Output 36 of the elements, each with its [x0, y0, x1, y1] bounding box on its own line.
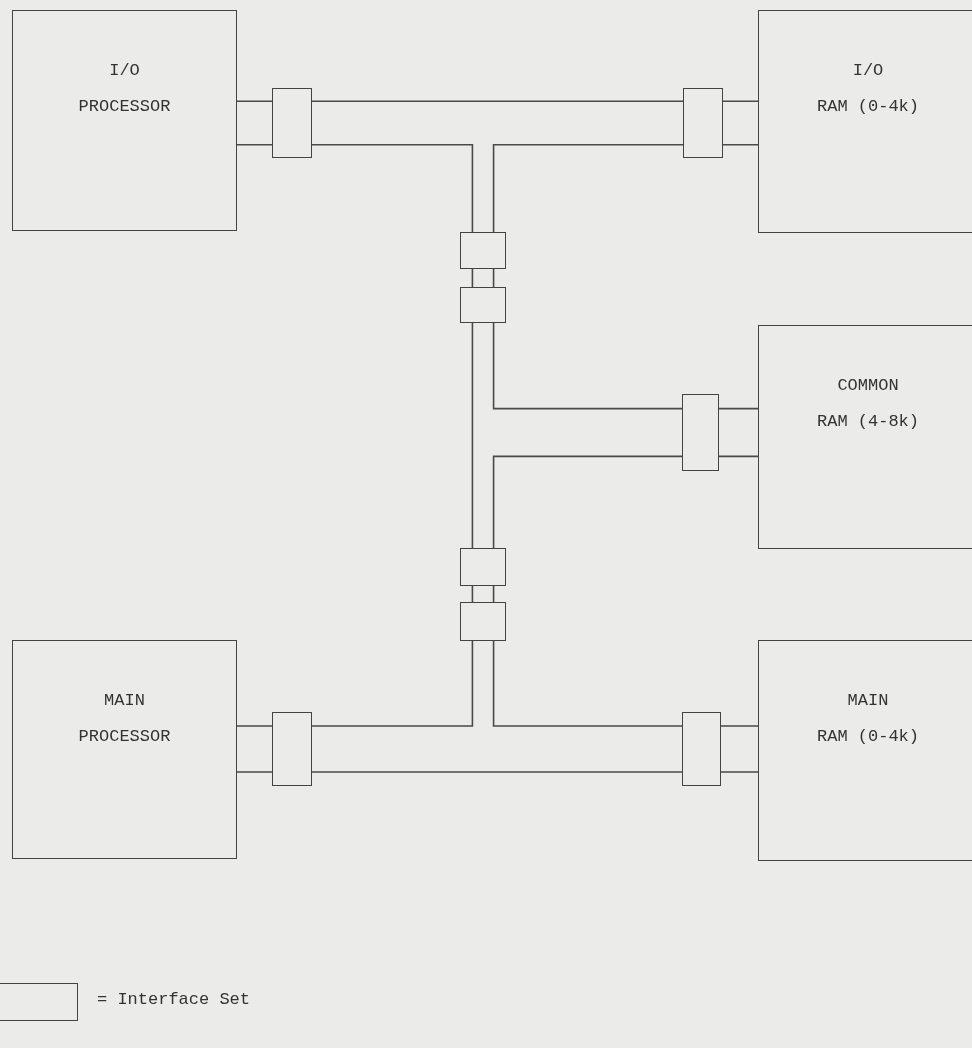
- bus-line: [236, 725, 273, 773]
- interface-box: [682, 712, 721, 786]
- bus-line: [722, 100, 759, 146]
- legend-text: = Interface Set: [97, 990, 251, 1009]
- interface-box: [272, 712, 312, 786]
- unit-label: COMMON RAM (4-8k): [817, 375, 919, 433]
- interface-box: [682, 394, 719, 471]
- bus-line: [236, 100, 273, 146]
- bus-line: [492, 640, 683, 727]
- unit-box: [12, 10, 237, 231]
- bus-line: [720, 725, 759, 773]
- bus-line: [311, 143, 474, 233]
- interface-box: [460, 232, 506, 269]
- bus-line: [311, 640, 474, 727]
- interface-box: [683, 88, 723, 158]
- bus-line: [471, 585, 495, 603]
- bus-line: [311, 100, 684, 103]
- interface-box: [460, 287, 506, 323]
- unit-box: [758, 10, 972, 233]
- bus-line: [471, 322, 474, 549]
- bus-line: [492, 455, 683, 549]
- unit-label: MAIN PROCESSOR: [78, 690, 171, 748]
- bus-line: [492, 143, 684, 233]
- interface-box: [460, 548, 506, 586]
- bus-line: [311, 771, 683, 773]
- bus-line: [471, 268, 495, 288]
- interface-box: [272, 88, 312, 158]
- unit-box: [758, 325, 972, 549]
- unit-label: I/O PROCESSOR: [78, 60, 171, 118]
- interface-box: [460, 602, 506, 641]
- unit-box: [758, 640, 972, 861]
- unit-box: [12, 640, 237, 859]
- bus-line: [718, 407, 759, 458]
- bus-line: [492, 322, 683, 410]
- unit-label: I/O RAM (0-4k): [817, 60, 919, 118]
- unit-label: MAIN RAM (0-4k): [817, 690, 919, 748]
